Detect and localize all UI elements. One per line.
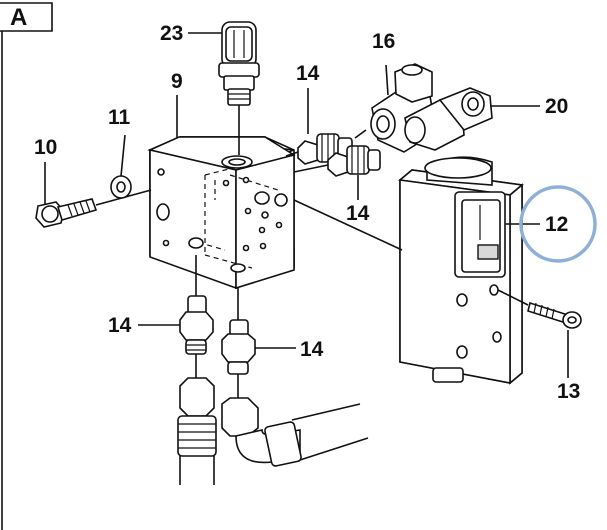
callout-label-13: 13 xyxy=(557,380,580,403)
callout-20: 20 xyxy=(490,95,568,118)
callout-14-mid: 14 xyxy=(346,175,370,225)
callout-10: 10 xyxy=(34,136,57,205)
valve-block xyxy=(147,136,296,290)
callout-16: 16 xyxy=(372,30,395,53)
callout-12: 12 xyxy=(505,185,597,263)
panel-letter: A xyxy=(10,4,27,31)
tee-fitting-16 xyxy=(354,63,493,153)
washer-11 xyxy=(110,134,132,199)
callout-label-23: 23 xyxy=(160,22,183,45)
panel-label: A xyxy=(0,2,53,530)
callout-label-14-lower-left: 14 xyxy=(108,314,132,337)
callout-label-16: 16 xyxy=(372,30,395,53)
callout-9: 9 xyxy=(171,70,183,138)
callout-14-top: 14 xyxy=(296,62,320,134)
callout-label-14-mid: 14 xyxy=(346,202,370,225)
callout-13: 13 xyxy=(557,330,580,403)
callout-label-20: 20 xyxy=(545,95,568,118)
hydraulic-hose-left xyxy=(177,354,217,485)
hydraulic-hose-right xyxy=(221,374,369,467)
callout-label-14-top: 14 xyxy=(296,62,320,85)
fitting-14-lower-a xyxy=(179,255,214,355)
callout-label-12: 12 xyxy=(545,213,568,236)
screw-13 xyxy=(497,289,582,329)
pressure-sensor xyxy=(218,21,260,155)
bolt-10 xyxy=(35,189,152,228)
callout-label-10: 10 xyxy=(34,136,57,159)
fitting-14-upper-b xyxy=(293,145,381,177)
solenoid-coil-12 xyxy=(293,156,524,385)
callout-label-14-lower-right: 14 xyxy=(300,338,324,361)
fitting-14-lower-b xyxy=(221,288,256,375)
callout-11: 11 xyxy=(108,106,131,129)
callout-14-lower-left: 14 xyxy=(108,314,180,337)
callout-23: 23 xyxy=(160,22,222,45)
callout-12-highlight-ring xyxy=(519,185,597,263)
callout-label-11: 11 xyxy=(108,106,131,129)
callout-14-lower-right: 14 xyxy=(255,338,324,361)
callout-label-9: 9 xyxy=(171,70,183,93)
